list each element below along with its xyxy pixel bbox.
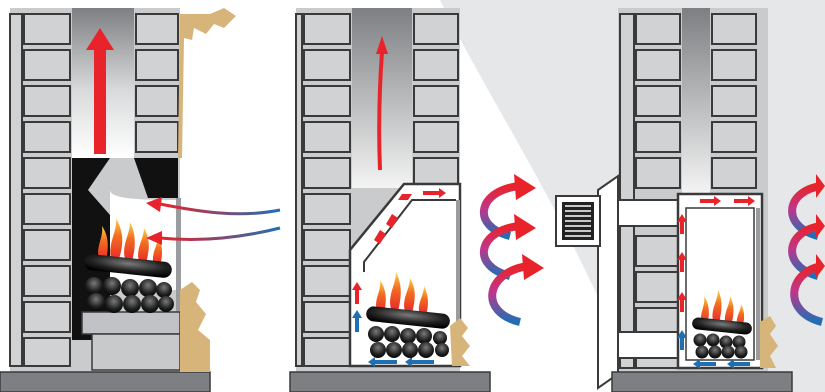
circulation-arrows-3 [677,196,755,369]
flame-icon [376,272,428,316]
room-draft-arrow-upper [159,202,281,216]
flue-up-arrow [86,28,114,154]
panel-direct-vent [555,8,825,392]
room-draft-arrow-lower [159,226,281,242]
wood-mantel [178,8,236,158]
circulation-arrows [352,188,446,367]
brick-column-right-2 [413,13,459,189]
flue-up-arrow-thin [376,36,388,171]
log-icon [366,306,450,358]
brick-column-right [135,13,179,153]
direct-vent-insert-box [676,192,764,370]
brick-column-right-3 [711,13,757,189]
log-icon [692,317,752,359]
hearth-base [0,371,211,392]
brick-column-left [23,13,71,367]
flue-direct-vent [682,8,710,194]
wood-trim-bottom [180,282,210,372]
hearth-base-2 [289,371,491,392]
panel-fireplace-insert [289,8,544,392]
brick-column-left-2 [303,13,351,367]
heat-arrows-3 [788,174,825,326]
panel-open-fireplace [0,8,281,392]
flame-icon [98,218,162,266]
flue-insert [352,8,412,188]
log-icon [84,254,174,313]
hearth-base-3 [611,371,793,392]
heat-arrows [479,174,544,326]
vent-grille-icon [555,195,601,247]
